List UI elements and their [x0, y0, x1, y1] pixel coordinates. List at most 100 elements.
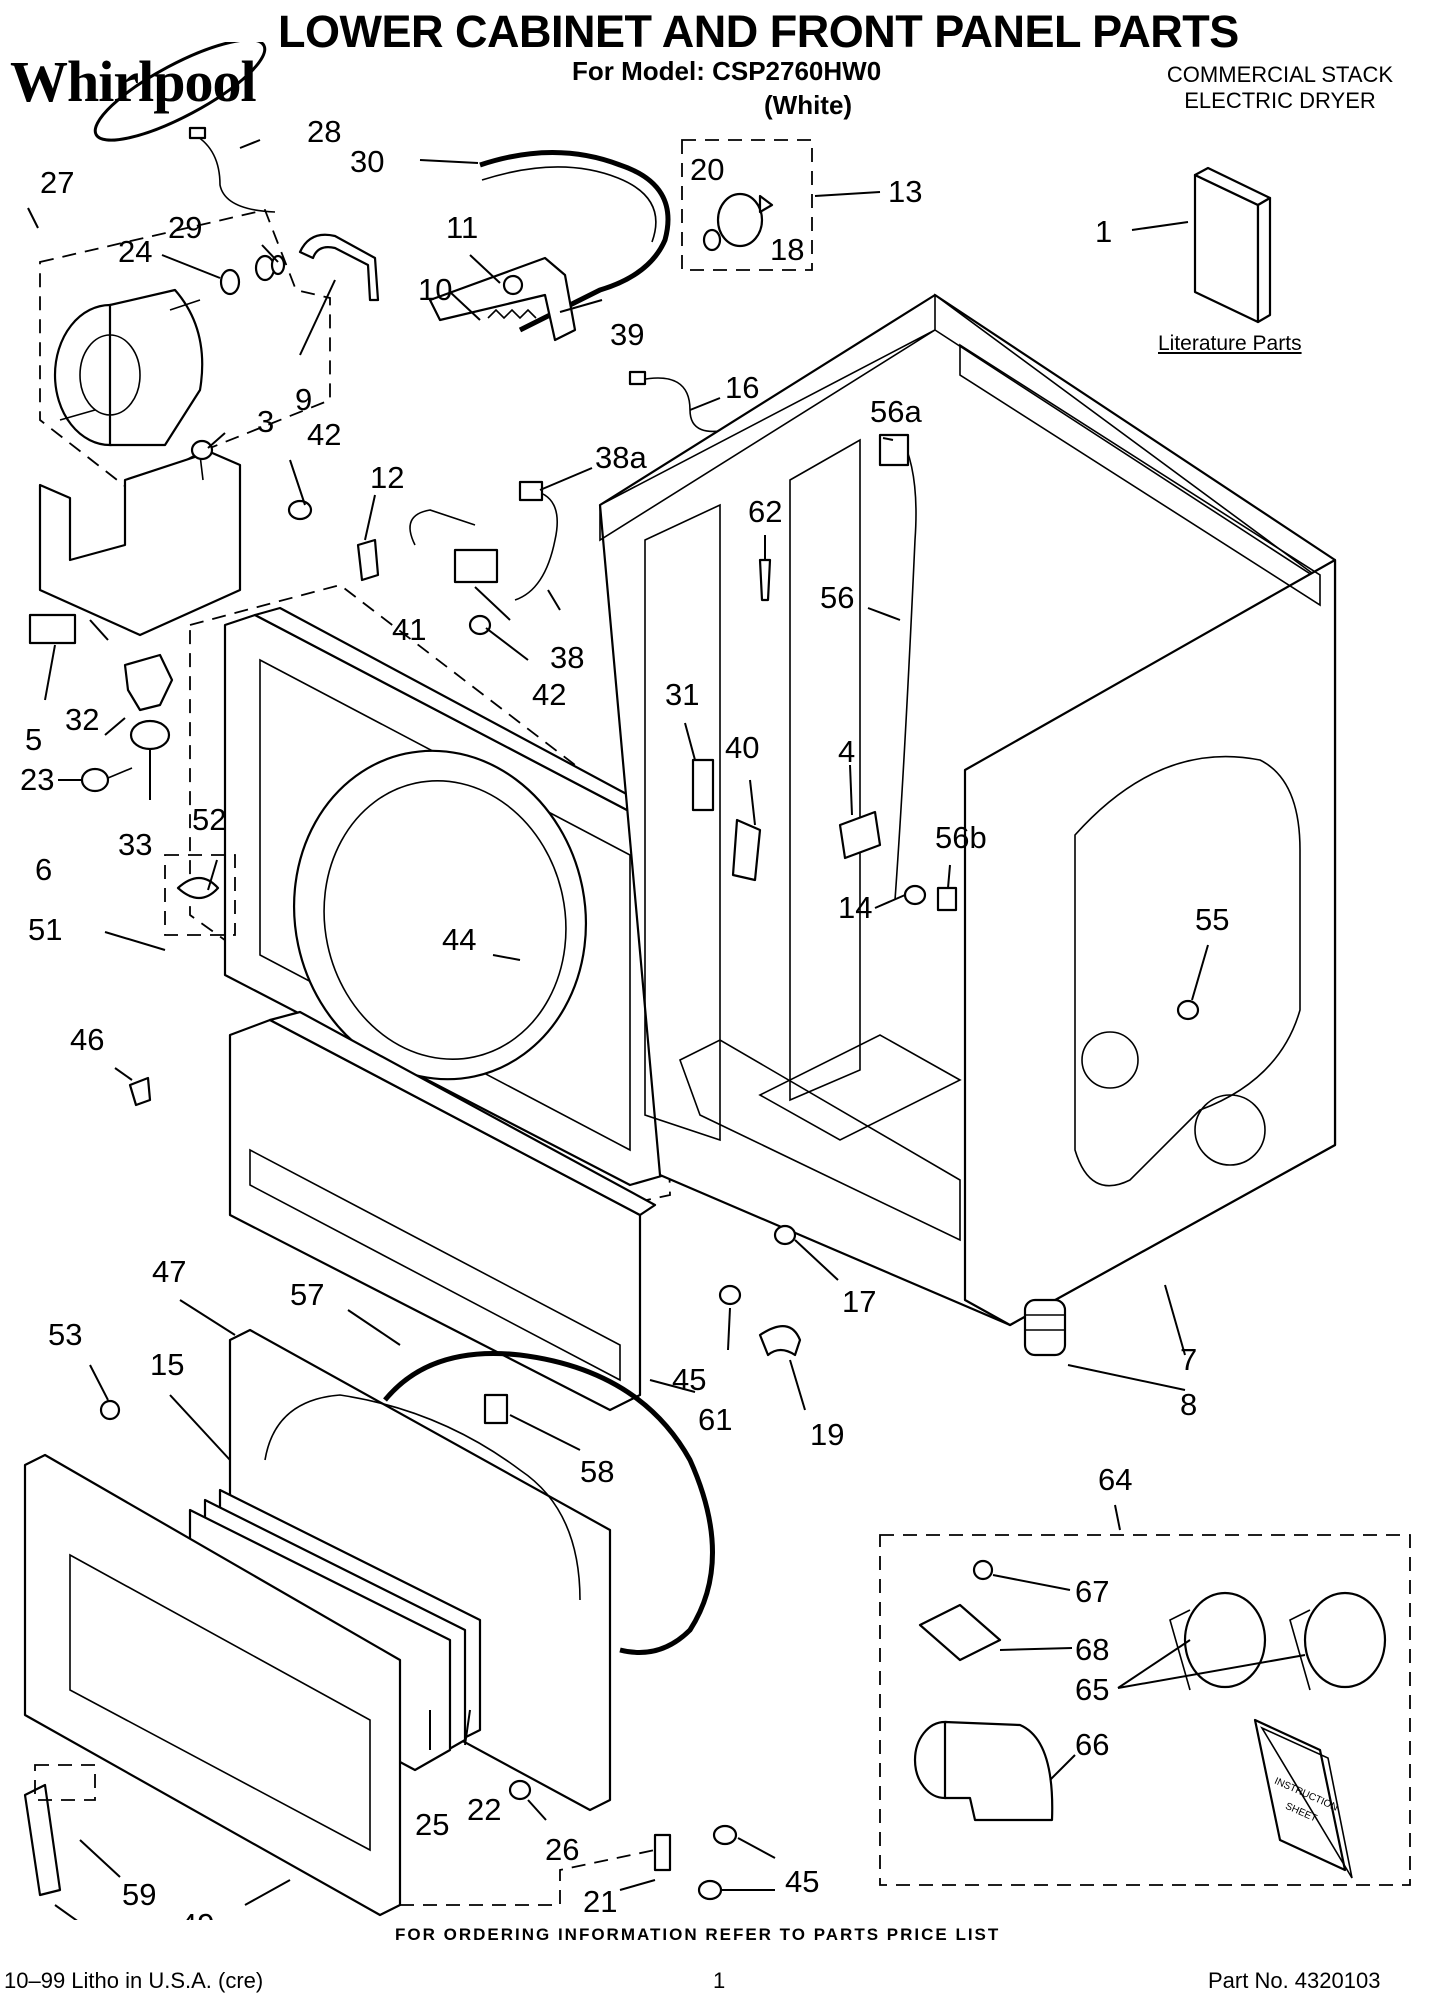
screw-45-upper — [718, 1284, 742, 1306]
clip-19 — [758, 1325, 802, 1357]
callout-3: 3 — [257, 404, 274, 439]
callout-29: 29 — [168, 210, 202, 245]
callout-4: 4 — [838, 734, 855, 769]
door-catch-51-group — [164, 854, 236, 936]
screw-11 — [502, 274, 524, 296]
screw-53 — [99, 1399, 121, 1421]
callout-56a: 56a — [870, 394, 922, 429]
venting-kit-outline — [879, 1534, 1411, 1886]
logo-swoosh-icon — [93, 42, 267, 142]
page-title: LOWER CABINET AND FRONT PANEL PARTS — [278, 6, 1239, 57]
idler-pulley — [702, 192, 774, 252]
callout-55: 55 — [1195, 902, 1229, 937]
callout-42-lower: 42 — [532, 677, 566, 712]
screw-42-lower — [468, 614, 492, 636]
vent-elbow — [913, 1720, 1054, 1822]
print-info: 10–99 Litho in U.S.A. (cre) — [4, 1968, 264, 1993]
literature-parts-label: Literature Parts — [1158, 332, 1302, 355]
screw-17 — [773, 1224, 797, 1246]
callout-38a: 38a — [595, 440, 647, 475]
color-variant: (White) — [764, 90, 853, 120]
callout-58: 58 — [580, 1454, 614, 1489]
product-line-2: ELECTRIC DRYER — [1184, 88, 1376, 113]
clip-46 — [128, 1076, 152, 1107]
callout-65: 65 — [1075, 1672, 1109, 1707]
tie-62 — [758, 558, 772, 602]
front-panel — [223, 606, 677, 1187]
callout-9: 9 — [295, 382, 312, 417]
screw-45-hinge-a — [712, 1824, 738, 1846]
part-number: Part No. 4320103 — [1208, 1968, 1381, 1993]
door-switch-41 — [453, 548, 499, 584]
clip-40 — [731, 818, 762, 882]
callout-10: 10 — [418, 272, 452, 307]
callout-11: 11 — [446, 210, 478, 245]
callout-13: 13 — [888, 174, 922, 209]
literature-book — [1193, 166, 1272, 324]
vent-hoods — [1169, 1591, 1387, 1691]
handle-group-outline — [34, 1764, 96, 1801]
callout-56: 56 — [820, 580, 854, 615]
callout-42-upper: 42 — [307, 417, 341, 452]
callout-7: 7 — [1180, 1342, 1197, 1377]
idler-group-outline — [681, 139, 813, 271]
callout-1: 1 — [1095, 214, 1112, 249]
door-strike-58 — [483, 1393, 509, 1425]
door-handle — [23, 1783, 62, 1897]
ordering-note: FOR ORDERING INFORMATION REFER TO PARTS … — [395, 1925, 1001, 1944]
harness-56 — [894, 434, 917, 901]
screw-6 — [80, 767, 110, 793]
callout-49: 49 — [180, 1907, 214, 1920]
motor-group-outline — [39, 208, 331, 492]
callout-6: 6 — [35, 852, 52, 887]
leader-lines — [27, 139, 1306, 1920]
callout-41: 41 — [392, 612, 426, 647]
connector-56b — [936, 886, 958, 912]
exploded-parts-diagram: INSTRUCTION SHEET — [20, 114, 1411, 1920]
callout-53: 53 — [48, 1317, 82, 1352]
callout-8: 8 — [1180, 1387, 1197, 1422]
callout-64: 64 — [1098, 1462, 1132, 1497]
motor-mount — [38, 450, 242, 637]
bumper-26 — [508, 1779, 532, 1801]
instruction-sheet-booklet: INSTRUCTION SHEET — [1253, 1718, 1353, 1879]
harness-16 — [639, 377, 736, 433]
callout-68: 68 — [1075, 1632, 1109, 1667]
callout-46: 46 — [70, 1022, 104, 1057]
callout-44: 44 — [442, 922, 476, 957]
callout-31: 31 — [665, 677, 699, 712]
washer-33 — [129, 719, 171, 751]
callout-23: 23 — [20, 762, 54, 797]
screw-3 — [190, 439, 214, 461]
screw-55 — [1176, 999, 1200, 1021]
motor-pulley-parts — [219, 254, 286, 296]
harness-38 — [514, 489, 559, 601]
motor-switch — [28, 613, 77, 645]
callout-26: 26 — [545, 1832, 579, 1867]
product-description: COMMERCIAL STACK ELECTRIC DRYER — [1150, 62, 1410, 114]
callout-38: 38 — [550, 640, 584, 675]
callout-66: 66 — [1075, 1727, 1109, 1762]
callout-28: 28 — [307, 114, 341, 149]
callout-51: 51 — [28, 912, 62, 947]
idler-bracket — [123, 653, 174, 712]
callout-57: 57 — [290, 1277, 324, 1312]
callout-27: 27 — [40, 165, 74, 200]
callout-67: 67 — [1075, 1574, 1109, 1609]
screw-14 — [903, 884, 927, 906]
callout-5: 5 — [25, 722, 42, 757]
callout-25: 25 — [415, 1807, 449, 1842]
brand-name: Whirlpool — [10, 49, 257, 114]
toe-panel — [228, 1010, 657, 1412]
callout-19: 19 — [810, 1417, 844, 1452]
callout-47: 47 — [152, 1254, 186, 1289]
callout-24: 24 — [118, 234, 152, 269]
vent-cover-plate — [918, 1559, 1002, 1662]
callout-20: 20 — [690, 152, 724, 187]
callout-40: 40 — [725, 730, 759, 765]
leveling-leg — [1023, 1298, 1067, 1357]
bracket-31 — [691, 758, 715, 812]
hinge-21 — [653, 1833, 672, 1872]
door-seal — [383, 1350, 715, 1655]
drive-motor — [53, 288, 204, 447]
